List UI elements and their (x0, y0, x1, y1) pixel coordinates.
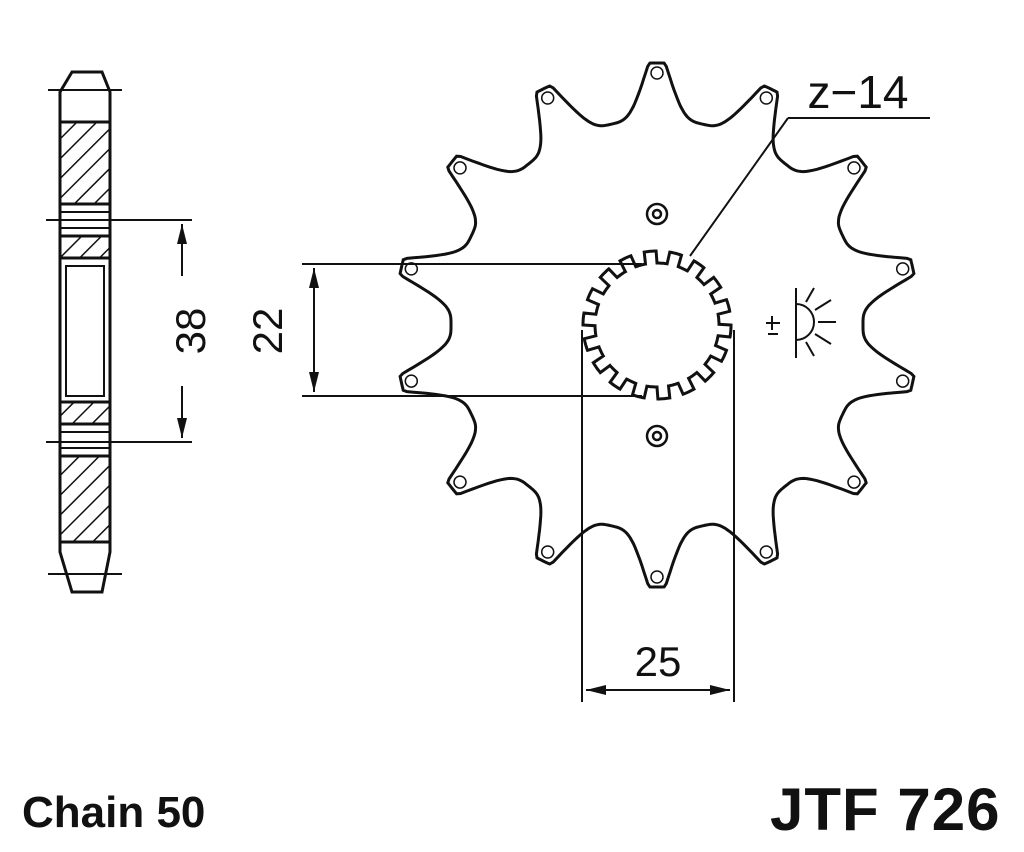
tooth-count-leader (689, 117, 930, 257)
hatched-section-upper (58, 234, 112, 260)
sprocket-front-view (398, 61, 916, 589)
hatched-section-top (58, 120, 112, 206)
tooth-tip (895, 374, 910, 388)
tooth-tip (404, 262, 419, 276)
tooth-tip (540, 91, 555, 105)
spline-hub (581, 249, 733, 401)
side-profile-view (46, 70, 192, 594)
tooth-tip (759, 545, 774, 559)
hatched-section-bottom (58, 454, 112, 544)
dimension-label-22: 22 (244, 308, 291, 355)
tooth-tip (847, 475, 861, 489)
tooth-tip (650, 66, 664, 80)
tooth-tip (650, 570, 664, 584)
tooth-tip (895, 262, 910, 276)
direction-sun-icon (766, 287, 836, 358)
tooth-tip (847, 161, 861, 175)
spline-dimension (581, 330, 735, 702)
mounting-hole-bottom (645, 424, 669, 448)
mounting-hole-top (645, 202, 669, 226)
tooth-tips (404, 66, 910, 584)
hatched-section-lower (58, 400, 112, 426)
tooth-tip (453, 475, 467, 489)
tooth-count-label: z−14 (807, 66, 908, 118)
tooth-tip (404, 374, 419, 388)
tooth-tip (759, 91, 774, 105)
bore-dimension (302, 263, 642, 397)
dimension-label-38: 38 (167, 308, 214, 355)
bore-window (65, 265, 105, 397)
dimension-label-25: 25 (635, 638, 682, 685)
chain-size-label: Chain 50 (22, 788, 206, 837)
tooth-tip (453, 161, 467, 175)
part-number-label: JTF 726 (770, 776, 1001, 843)
tooth-tip (540, 545, 555, 559)
